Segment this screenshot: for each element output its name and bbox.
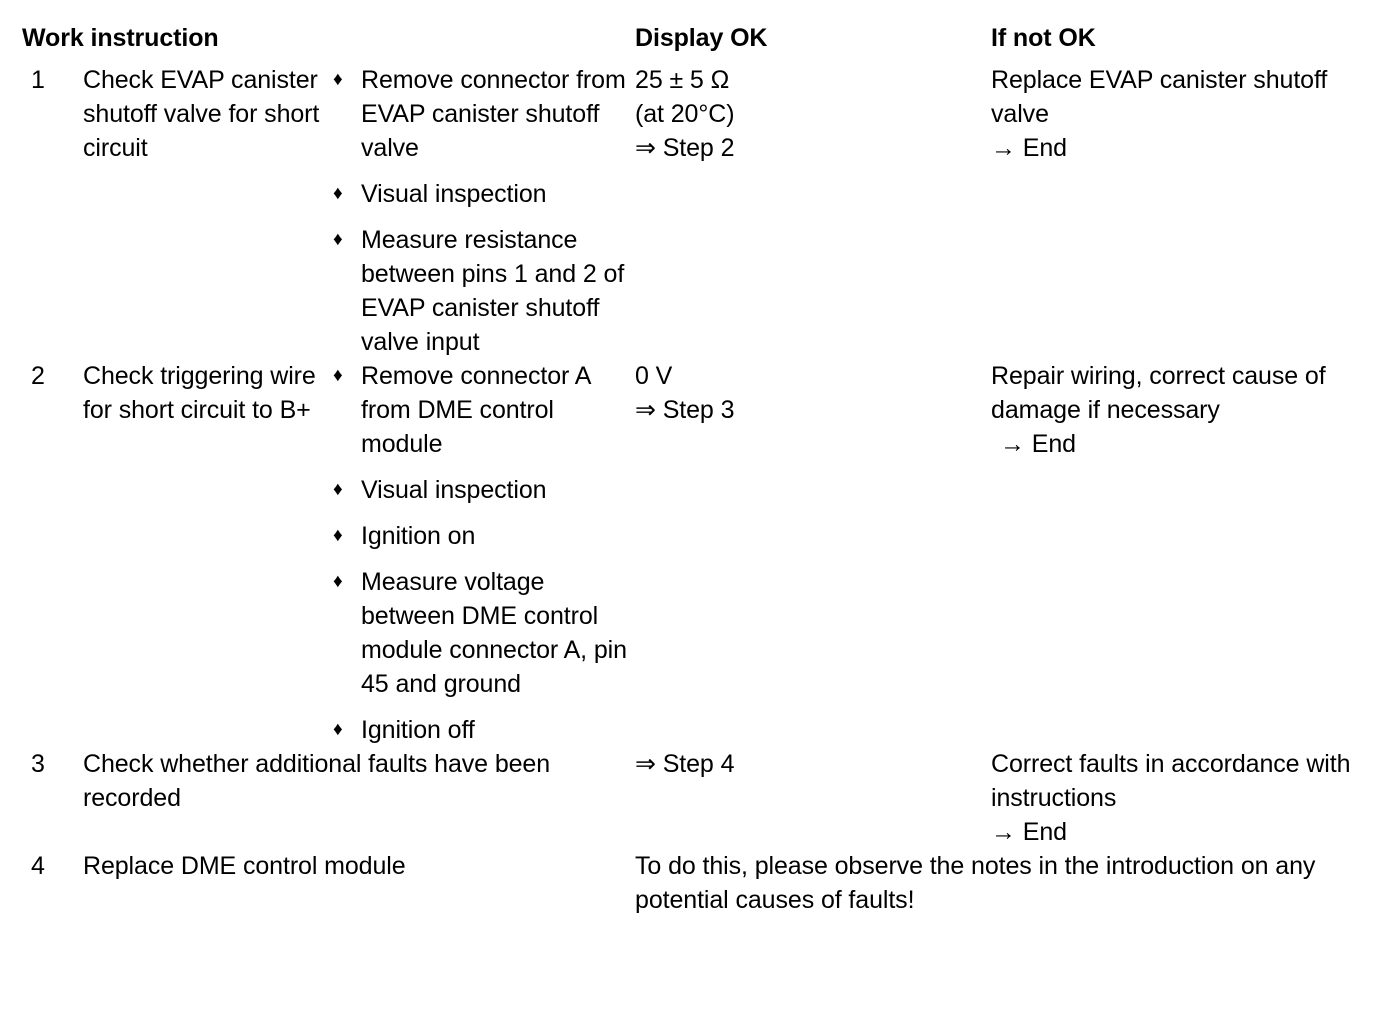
- if-not-ok-line: Correct faults in accordance with instru…: [991, 750, 1351, 812]
- row-number: 1: [22, 63, 83, 359]
- display-ok-line: 0 V: [635, 362, 673, 390]
- list-item: ♦ Visual inspection: [331, 473, 635, 507]
- list-item: ♦ Ignition on: [331, 519, 635, 553]
- row-display-ok: ⇒ Step 4: [635, 747, 992, 849]
- row-task: Check triggering wire for short circuit …: [83, 359, 331, 747]
- diagnosis-table: Work instruction Display OK If not OK 1 …: [22, 14, 1357, 917]
- if-not-ok-end-reference: → End: [991, 818, 1067, 846]
- if-not-ok-line: Repair wiring, correct cause of damage i…: [991, 362, 1326, 424]
- list-item: ♦ Remove connector from EVAP canister sh…: [331, 63, 635, 165]
- step-list: ♦ Remove connector from EVAP canister sh…: [331, 63, 635, 359]
- list-item: ♦ Visual inspection: [331, 177, 635, 211]
- row-if-not-ok: Correct faults in accordance with instru…: [991, 747, 1357, 849]
- if-not-ok-end-reference: → End: [991, 134, 1067, 162]
- list-item-label: Remove connector A from DME control modu…: [361, 362, 590, 458]
- list-item-label: Ignition on: [361, 522, 476, 550]
- display-ok-line: 25 ± 5 Ω: [635, 66, 730, 94]
- if-not-ok-line: Replace EVAP canister shutoff valve: [991, 66, 1328, 128]
- table-row: 1 Check EVAP canister shutoff valve for …: [22, 63, 1357, 359]
- display-ok-step-reference: ⇒ Step 4: [635, 750, 735, 778]
- list-item-label: Measure voltage between DME control modu…: [361, 568, 627, 698]
- diamond-bullet-icon: ♦: [333, 229, 343, 250]
- list-item-label: Visual inspection: [361, 180, 547, 208]
- row-task: Check whether additional faults have bee…: [83, 747, 636, 849]
- row-task: Check EVAP canister shutoff valve for sh…: [83, 63, 331, 359]
- list-item-label: Measure resistance between pins 1 and 2 …: [361, 226, 625, 356]
- diamond-bullet-icon: ♦: [333, 719, 343, 740]
- row-number: 2: [22, 359, 83, 747]
- list-item-label: Ignition off: [361, 716, 475, 744]
- list-item: ♦ Measure resistance between pins 1 and …: [331, 223, 635, 359]
- table-header-row: Work instruction Display OK If not OK: [22, 14, 1357, 63]
- header-display-ok: Display OK: [635, 14, 992, 63]
- row-number: 3: [22, 747, 83, 849]
- step-list: ♦ Remove connector A from DME control mo…: [331, 359, 635, 747]
- row-display-ok: 25 ± 5 Ω (at 20°C) ⇒ Step 2: [635, 63, 992, 359]
- row-steps: ♦ Remove connector A from DME control mo…: [331, 359, 636, 747]
- list-item-label: Remove connector from EVAP canister shut…: [361, 66, 626, 162]
- header-if-not-ok: If not OK: [991, 14, 1357, 63]
- list-item: ♦ Ignition off: [331, 713, 635, 747]
- list-item-label: Visual inspection: [361, 476, 547, 504]
- if-not-ok-end-reference: → End: [1000, 430, 1076, 458]
- list-item: ♦ Measure voltage between DME control mo…: [331, 565, 635, 701]
- row-display-ok: 0 V ⇒ Step 3: [635, 359, 992, 747]
- diamond-bullet-icon: ♦: [333, 525, 343, 546]
- row-number: 4: [22, 849, 83, 917]
- diamond-bullet-icon: ♦: [333, 365, 343, 386]
- table-row: 2 Check triggering wire for short circui…: [22, 359, 1357, 747]
- display-ok-step-reference: ⇒ Step 3: [635, 396, 735, 424]
- row-steps: ♦ Remove connector from EVAP canister sh…: [331, 63, 636, 359]
- diamond-bullet-icon: ♦: [333, 571, 343, 592]
- row-note: To do this, please observe the notes in …: [635, 849, 1357, 917]
- row-task: Replace DME control module: [83, 849, 636, 917]
- table-row: 4 Replace DME control module To do this,…: [22, 849, 1357, 917]
- table-row: 3 Check whether additional faults have b…: [22, 747, 1357, 849]
- row-if-not-ok: Replace EVAP canister shutoff valve → En…: [991, 63, 1357, 359]
- list-item: ♦ Remove connector A from DME control mo…: [331, 359, 635, 461]
- display-ok-line: (at 20°C): [635, 100, 735, 128]
- diamond-bullet-icon: ♦: [333, 183, 343, 204]
- header-work-instruction: Work instruction: [22, 14, 636, 63]
- diamond-bullet-icon: ♦: [333, 479, 343, 500]
- row-if-not-ok: Repair wiring, correct cause of damage i…: [991, 359, 1357, 747]
- display-ok-step-reference: ⇒ Step 2: [635, 134, 735, 162]
- diamond-bullet-icon: ♦: [333, 69, 343, 90]
